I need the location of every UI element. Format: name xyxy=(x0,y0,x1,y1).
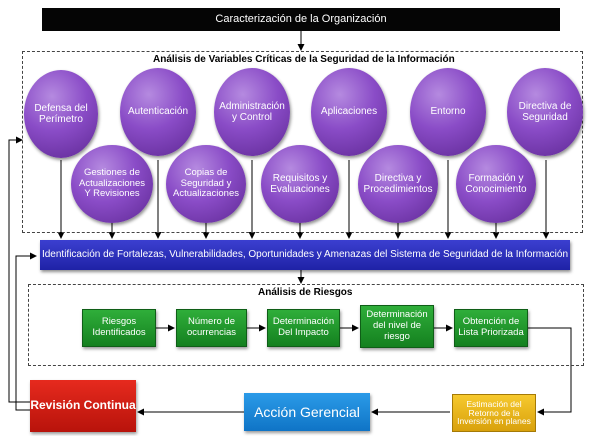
estimate-label: Estimación del Retorno de la Inversión e… xyxy=(457,398,531,427)
risk-analysis-section xyxy=(28,284,584,366)
circle-formacion-conocimiento: Formación y Conocimiento xyxy=(456,145,536,223)
review-continuous-box: Revisión Continua xyxy=(30,380,136,432)
circle-label: Copias de Seguridad y Actualizaciones xyxy=(172,166,239,200)
review-label: Revisión Continua xyxy=(30,398,136,413)
swot-identification-label: Identificación de Fortalezas, Vulnerabil… xyxy=(41,249,569,261)
step-determinacion-nivel-riesgo: Determinación del nivel de riesgo xyxy=(360,305,434,348)
circle-directiva-procedimientos: Directiva y Procedimientos xyxy=(358,145,438,223)
step-label: Determinación Del Impacto xyxy=(272,316,335,338)
action-label: Acción Gerencial xyxy=(254,403,360,420)
circle-label: Defensa del Perímetro xyxy=(34,102,88,126)
circle-label: Directiva y Procedimientos xyxy=(363,172,433,196)
step-label: Número de ocurrencias xyxy=(186,316,237,338)
circle-aplicaciones: Aplicaciones xyxy=(311,68,387,156)
step-numero-ocurrencias: Número de ocurrencias xyxy=(176,309,247,347)
circle-label: Administración y Control xyxy=(219,100,285,124)
circle-administracion-control: Administración y Control xyxy=(214,68,290,156)
step-obtencion-lista-priorizada: Obtención de Lista Priorizada xyxy=(454,309,528,347)
step-label: Riesgos Identificados xyxy=(92,316,146,338)
circle-requisitos-evaluaciones: Requisitos y Evaluaciones xyxy=(261,145,339,223)
step-determinacion-impacto: Determinación Del Impacto xyxy=(267,309,340,347)
step-label: Determinación del nivel de riesgo xyxy=(366,309,428,342)
organization-characterization-header: Caracterización de la Organización xyxy=(42,8,560,31)
circle-copias-seguridad: Copias de Seguridad y Actualizaciones xyxy=(166,145,246,223)
circle-label: Gestiones de Actualizaciones Y Revisione… xyxy=(78,166,145,200)
risk-analysis-title: Análisis de Riesgos xyxy=(255,287,356,298)
circle-label: Autenticación xyxy=(127,106,189,118)
circle-label: Directiva de Seguridad xyxy=(518,100,572,124)
circle-label: Requisitos y Evaluaciones xyxy=(270,172,330,196)
management-action-box: Acción Gerencial xyxy=(244,393,370,431)
circle-label: Formación y Conocimiento xyxy=(465,172,527,196)
circle-directiva-seguridad: Directiva de Seguridad xyxy=(507,68,583,156)
swot-identification-bar: Identificación de Fortalezas, Vulnerabil… xyxy=(40,240,570,270)
circle-defensa-perimetro: Defensa del Perímetro xyxy=(24,70,98,158)
critical-variables-title: Análisis de Variables Críticas de la Seg… xyxy=(150,54,458,65)
header-title: Caracterización de la Organización xyxy=(215,13,387,26)
step-label: Obtención de Lista Priorizada xyxy=(458,316,524,338)
step-riesgos-identificados: Riesgos Identificados xyxy=(82,309,156,347)
circle-gestiones-actualizaciones: Gestiones de Actualizaciones Y Revisione… xyxy=(71,145,153,223)
circle-label: Entorno xyxy=(430,106,466,118)
roi-estimation-box: Estimación del Retorno de la Inversión e… xyxy=(452,394,536,432)
circle-autenticacion: Autenticación xyxy=(120,68,196,156)
circle-label: Aplicaciones xyxy=(320,106,378,118)
circle-entorno: Entorno xyxy=(410,68,486,156)
